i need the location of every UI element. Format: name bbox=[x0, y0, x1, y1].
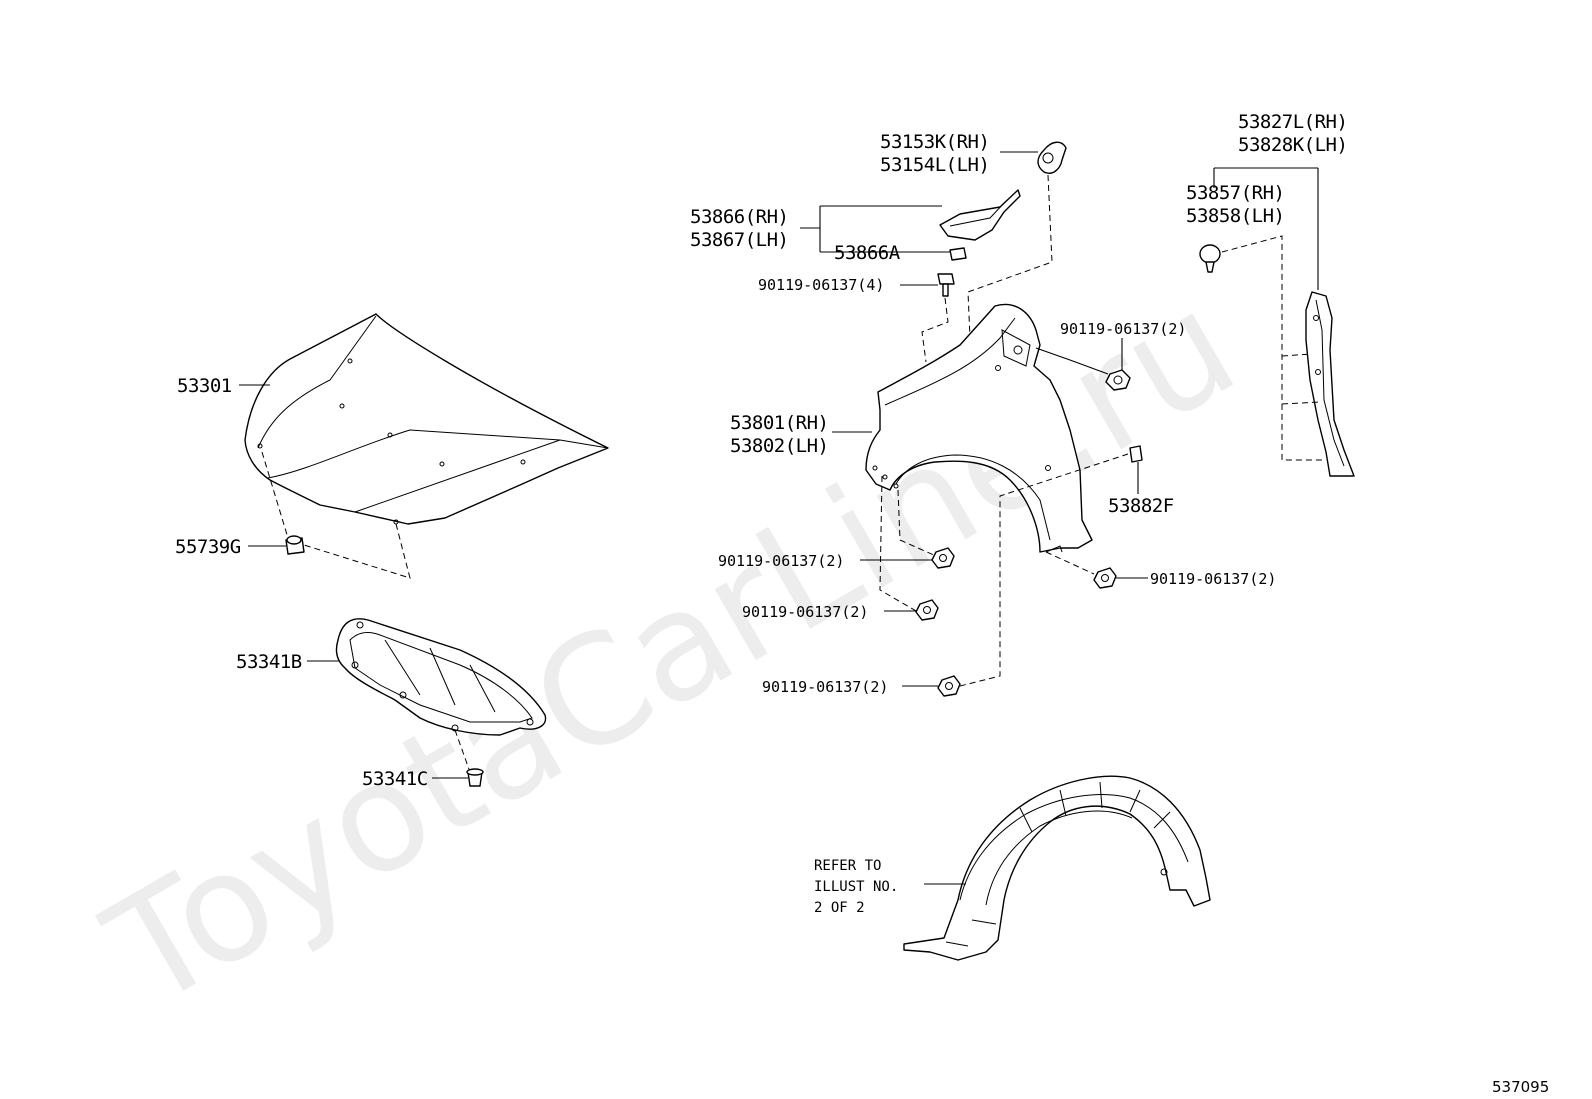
fender-side-seal-part bbox=[1305, 291, 1355, 477]
label-fender-rh: 53801(RH) bbox=[730, 412, 828, 434]
label-fender-seal-rh: 53827L(RH) bbox=[1238, 111, 1347, 133]
bolt-top-part bbox=[937, 273, 955, 297]
label-bolt-top: 90119-06137(4) bbox=[758, 276, 884, 294]
seal-clip-part bbox=[1199, 244, 1221, 273]
fender-bracket-part bbox=[939, 189, 1021, 261]
bolt-lower-3-part bbox=[937, 675, 961, 697]
label-bolt-lower-2: 90119-06137(2) bbox=[742, 603, 868, 621]
note-line2: ILLUST NO. bbox=[814, 879, 898, 895]
label-seal-lh: 53154L(LH) bbox=[880, 154, 989, 176]
watermark: ToyotaCarLine.ru bbox=[80, 258, 1263, 1041]
note-line3: 2 OF 2 bbox=[814, 900, 865, 916]
label-insulator-clip: 53341C bbox=[362, 768, 428, 790]
label-bracket-clip: 53866A bbox=[834, 242, 901, 264]
label-seal-rh: 53153K(RH) bbox=[880, 131, 989, 153]
label-seal-clip-rh: 53857(RH) bbox=[1186, 182, 1284, 204]
label-bracket-lh: 53867(LH) bbox=[690, 229, 788, 251]
label-hood: 53301 bbox=[177, 375, 232, 397]
insulator-clip-part bbox=[466, 768, 484, 787]
label-bolt-lower-right: 90119-06137(2) bbox=[1150, 570, 1276, 588]
label-fender-clip: 53882F bbox=[1108, 495, 1174, 517]
note-line1: REFER TO bbox=[814, 858, 881, 874]
label-seal-clip-lh: 53858(LH) bbox=[1186, 205, 1284, 227]
fender-panel bbox=[865, 303, 1093, 553]
bolt-lower-right-part bbox=[1093, 567, 1117, 589]
label-fender-seal-lh: 53828K(LH) bbox=[1238, 134, 1347, 156]
label-hood-cushion: 55739G bbox=[175, 536, 241, 558]
label-fender-lh: 53802(LH) bbox=[730, 435, 828, 457]
illustration-number: 537095 bbox=[1492, 1078, 1549, 1096]
fender-liner-part bbox=[903, 775, 1211, 961]
hood-insulator-part bbox=[335, 618, 547, 736]
fender-clip-part bbox=[1129, 445, 1143, 463]
hood-panel bbox=[244, 313, 609, 525]
bolt-lower-2-part bbox=[915, 599, 939, 621]
label-bolt-fender-upper: 90119-06137(2) bbox=[1060, 320, 1186, 338]
hood-cushion-part bbox=[285, 535, 305, 555]
label-bolt-lower-1: 90119-06137(2) bbox=[718, 552, 844, 570]
label-hood-insulator: 53341B bbox=[236, 651, 302, 673]
label-bracket-rh: 53866(RH) bbox=[690, 206, 788, 228]
fender-seal-top-part bbox=[1037, 141, 1067, 174]
label-bolt-lower-3: 90119-06137(2) bbox=[762, 678, 888, 696]
